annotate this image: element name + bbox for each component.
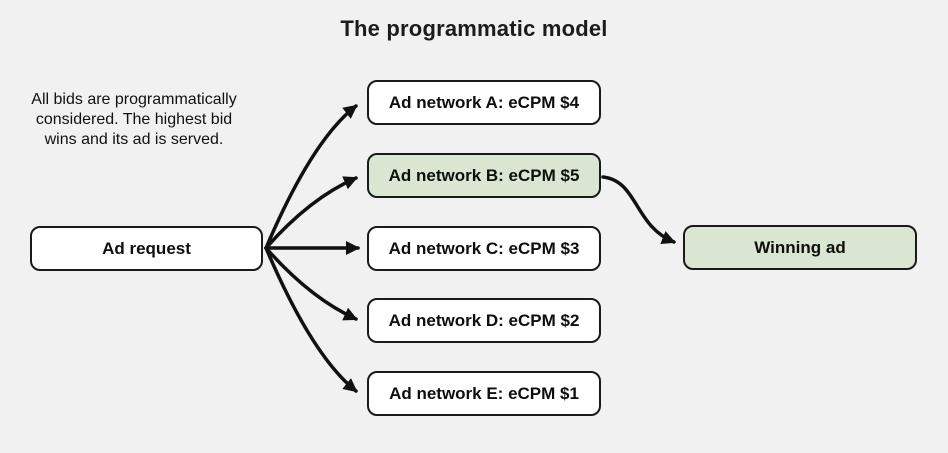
arrow-request-to-network-a bbox=[264, 104, 358, 250]
node-ad-request: Ad request bbox=[30, 226, 263, 271]
node-ad-network-b: Ad network B: eCPM $5 bbox=[367, 153, 601, 198]
node-label: Ad network C: eCPM $3 bbox=[388, 238, 580, 258]
node-ad-network-d: Ad network D: eCPM $2 bbox=[367, 298, 601, 343]
note-line: considered. The highest bid bbox=[35, 111, 233, 128]
arrow-network-b-to-winning bbox=[601, 175, 676, 245]
note-line: All bids are programmatically bbox=[31, 91, 237, 108]
node-ad-network-e: Ad network E: eCPM $1 bbox=[367, 371, 601, 416]
node-label: Winning ad bbox=[754, 237, 846, 257]
node-label: Ad network A: eCPM $4 bbox=[388, 92, 580, 112]
diagram-title: The programmatic model bbox=[340, 16, 608, 41]
node-label: Ad network B: eCPM $5 bbox=[388, 165, 580, 185]
node-winning-ad: Winning ad bbox=[683, 225, 917, 270]
node-label: Ad request bbox=[102, 238, 191, 258]
explanation-note: All bids are programmatically considered… bbox=[8, 90, 260, 150]
node-ad-network-a: Ad network A: eCPM $4 bbox=[367, 80, 601, 125]
node-label: Ad network E: eCPM $1 bbox=[389, 383, 579, 403]
arrow-request-to-network-d bbox=[264, 246, 358, 321]
arrow-request-to-network-b bbox=[264, 176, 358, 250]
note-line: wins and its ad is served. bbox=[44, 131, 224, 148]
arrow-request-to-network-e bbox=[264, 246, 358, 393]
node-label: Ad network D: eCPM $2 bbox=[388, 310, 580, 330]
node-ad-network-c: Ad network C: eCPM $3 bbox=[367, 226, 601, 271]
